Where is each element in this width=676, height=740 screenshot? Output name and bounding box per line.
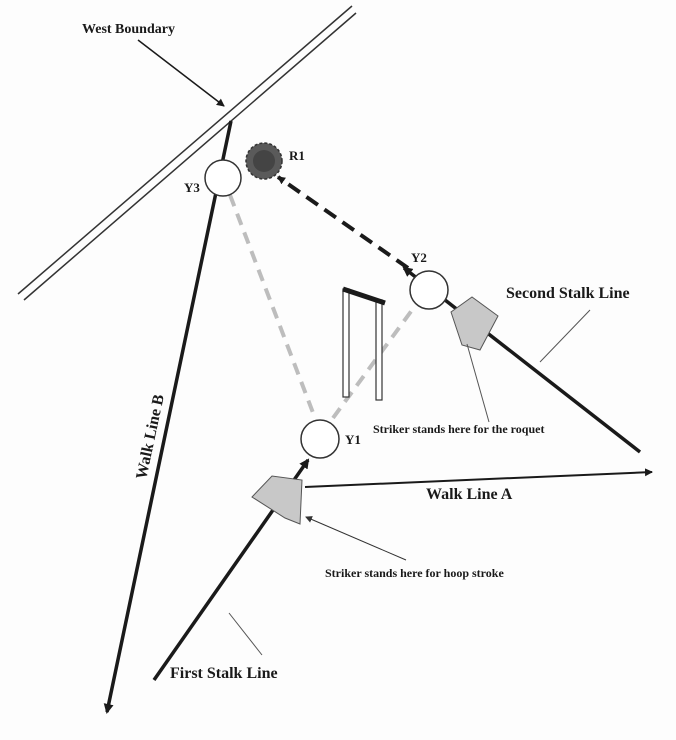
striker-croquet-pointer: [466, 343, 490, 423]
walk-line-a: [304, 468, 653, 488]
ball-r1-label: R1: [289, 148, 305, 163]
ball-y2-label: Y2: [411, 250, 427, 265]
ball-y2: [409, 270, 449, 310]
hoop: [342, 286, 386, 401]
west-boundary-label: West Boundary: [82, 22, 175, 37]
west-boundary-line: [17, 5, 357, 301]
walk-line-a-label: Walk Line A: [426, 486, 513, 503]
striker-croquet-label: Striker stands here for the roquet: [373, 422, 544, 436]
second-stalk-pointer: [539, 309, 591, 363]
striker-foot-hoop: [251, 475, 303, 525]
ball-y3: [204, 159, 242, 197]
ball-y1: [300, 419, 340, 459]
striker-hoop-pointer: [305, 516, 407, 561]
ball-y1-label: Y1: [345, 432, 361, 447]
ball-r1-core: [253, 150, 275, 172]
first-stalk-line-label: First Stalk Line: [170, 665, 278, 682]
walk-line-b: [103, 120, 233, 714]
striker-foot-croquet: [450, 296, 499, 351]
west-boundary-pointer: [137, 39, 225, 107]
first-stalk-pointer: [228, 612, 263, 656]
striker-hoop-label: Striker stands here for hoop stroke: [325, 566, 504, 580]
roquet-dashed-line: [276, 175, 410, 270]
grey-dashed-lines: [228, 194, 417, 420]
walk-line-b-label: Walk Line B: [133, 393, 168, 481]
ball-y3-label: Y3: [184, 180, 200, 195]
second-stalk-line-label: Second Stalk Line: [506, 285, 630, 302]
